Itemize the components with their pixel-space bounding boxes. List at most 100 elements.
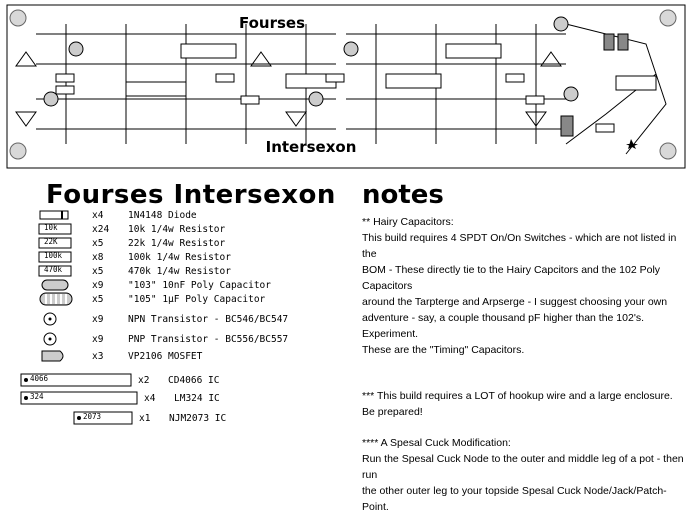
bom-description: NPN Transistor - BC546/BC547: [128, 313, 289, 325]
resistor-icon: [38, 265, 72, 277]
mosfet-icon: [41, 350, 64, 362]
resistor-footprint: [505, 73, 525, 83]
notes-section: ** Hairy Capacitors: This build requires…: [362, 214, 686, 515]
transistor-footprint: [540, 51, 562, 67]
bom-icon-label: 4066: [30, 374, 49, 383]
bom-qty: x5: [92, 237, 104, 249]
resistor-footprint: [240, 95, 260, 105]
star-marker: [626, 139, 638, 149]
board-title-top: Fourses: [239, 14, 305, 32]
note-line: This build requires 4 SPDT On/On Switche…: [362, 232, 677, 260]
bom-icon-label: 324: [30, 392, 44, 401]
bom-qty: x8: [92, 251, 104, 263]
bom-qty: x1: [139, 412, 151, 424]
resistor-footprint: [325, 73, 345, 83]
bom-row: x9 PNP Transistor - BC556/BC557: [18, 332, 358, 346]
bom-icon-label: 100k: [44, 251, 63, 260]
board-title-bottom: Intersexon: [266, 138, 357, 156]
bom-description: 100k 1/4w Resistor: [128, 251, 231, 263]
ic-footprint: [125, 81, 187, 97]
notes-title: notes: [362, 180, 444, 210]
resistor-icon: [38, 223, 72, 235]
bom-description: 470k 1/4w Resistor: [128, 265, 231, 277]
bom-row: 100k x8 100k 1/4w Resistor: [18, 250, 358, 264]
mounting-hole: [659, 9, 677, 27]
bom-description: PNP Transistor - BC556/BC557: [128, 333, 289, 345]
note-line: *** This build requires a LOT of hookup …: [362, 390, 673, 402]
bom-qty: x9: [92, 279, 104, 291]
pcb-layout-diagram: Fourses Intersexon: [6, 4, 686, 169]
bom-qty: x5: [92, 265, 104, 277]
bom-description: "103" 10nF Poly Capacitor: [128, 279, 271, 291]
bom-qty: x4: [144, 392, 156, 404]
capacitor-footprint: [43, 91, 59, 107]
resistor-icon: [38, 237, 72, 249]
bom-row: 324 x4 LM324 IC: [18, 391, 358, 405]
switch-footprint: [603, 33, 615, 51]
resistor-icon: [38, 251, 72, 263]
bom-description: CD4066 IC: [168, 374, 220, 386]
bom-description: VP2106 MOSFET: [128, 350, 203, 362]
bom-qty: x3: [92, 350, 104, 362]
note-heading: **** A Spesal Cuck Modification:: [362, 437, 511, 449]
bom-row: 2073 x1 NJM2073 IC: [18, 411, 358, 425]
bom-description: LM324 IC: [174, 392, 220, 404]
note-line: These are the "Timing" Capacitors.: [362, 344, 525, 356]
capacitor-footprint: [563, 86, 579, 102]
ic-footprint: [180, 43, 237, 59]
transistor-footprint: [15, 111, 37, 127]
transistor-footprint: [525, 111, 547, 127]
bom-icon-label: 2073: [83, 412, 102, 421]
bom-qty: x2: [138, 374, 150, 386]
cap-small-icon: [41, 279, 69, 291]
note-line: BOM - These directly tie to the Hairy Ca…: [362, 264, 661, 292]
capacitor-footprint: [68, 41, 84, 57]
bom-row: x3 VP2106 MOSFET: [18, 349, 358, 363]
transistor-footprint: [250, 51, 272, 67]
bom-row: 470k x5 470k 1/4w Resistor: [18, 264, 358, 278]
bom-qty: x9: [92, 313, 104, 325]
bom-row: 4066 x2 CD4066 IC: [18, 373, 358, 387]
note-line: around the Tarpterge and Arpserge - I su…: [362, 296, 668, 308]
bom-icon-label: 470k: [44, 265, 63, 274]
ic-footprint: [385, 73, 442, 89]
transistor-icon: [43, 312, 57, 326]
bom-qty: x4: [92, 209, 104, 221]
note-line: Be prepared!: [362, 406, 423, 418]
capacitor-footprint: [343, 41, 359, 57]
ic-footprint: [445, 43, 502, 59]
resistor-footprint: [55, 85, 75, 95]
bom-description: "105" 1µF Poly Capacitor: [128, 293, 266, 305]
bom-description: NJM2073 IC: [169, 412, 227, 424]
bom-qty: x24: [92, 223, 110, 235]
transistor-icon: [43, 332, 57, 346]
capacitor-footprint: [308, 91, 324, 107]
bom-row: 22K x5 22k 1/4w Resistor: [18, 236, 358, 250]
bom-description: 22k 1/4w Resistor: [128, 237, 226, 249]
ic-icon: [20, 373, 132, 387]
resistor-footprint: [525, 95, 545, 105]
resistor-footprint: [595, 123, 615, 133]
project-title: Fourses Intersexon: [46, 180, 336, 210]
bom-row: x9 NPN Transistor - BC546/BC547: [18, 312, 358, 326]
mounting-hole: [9, 142, 27, 160]
bom-description: 1N4148 Diode: [128, 209, 197, 221]
note-line: Run the Spesal Cuck Node to the outer an…: [362, 453, 684, 481]
bom-row: x5"105" 1µF Poly Capacitor: [18, 292, 358, 306]
capacitor-footprint: [553, 16, 569, 32]
ic-footprint: [615, 75, 657, 91]
bom-qty: x9: [92, 333, 104, 345]
bom-icon-label: 22K: [44, 237, 58, 246]
note-line: Experiment.: [362, 328, 419, 340]
bom-row: x9 "103" 10nF Poly Capacitor: [18, 278, 358, 292]
bom-icon-label: 10k: [44, 223, 58, 232]
ic-icon: [20, 391, 138, 405]
resistor-footprint: [215, 73, 235, 83]
transistor-footprint: [15, 51, 37, 67]
note-line: the other outer leg to your topside Spes…: [362, 485, 667, 513]
diode-icon: [39, 210, 69, 220]
mounting-hole: [659, 142, 677, 160]
ic-icon: [73, 411, 133, 425]
note-line: adventure - say, a couple thousand pF hi…: [362, 312, 644, 324]
cap-large-icon: [39, 292, 73, 306]
